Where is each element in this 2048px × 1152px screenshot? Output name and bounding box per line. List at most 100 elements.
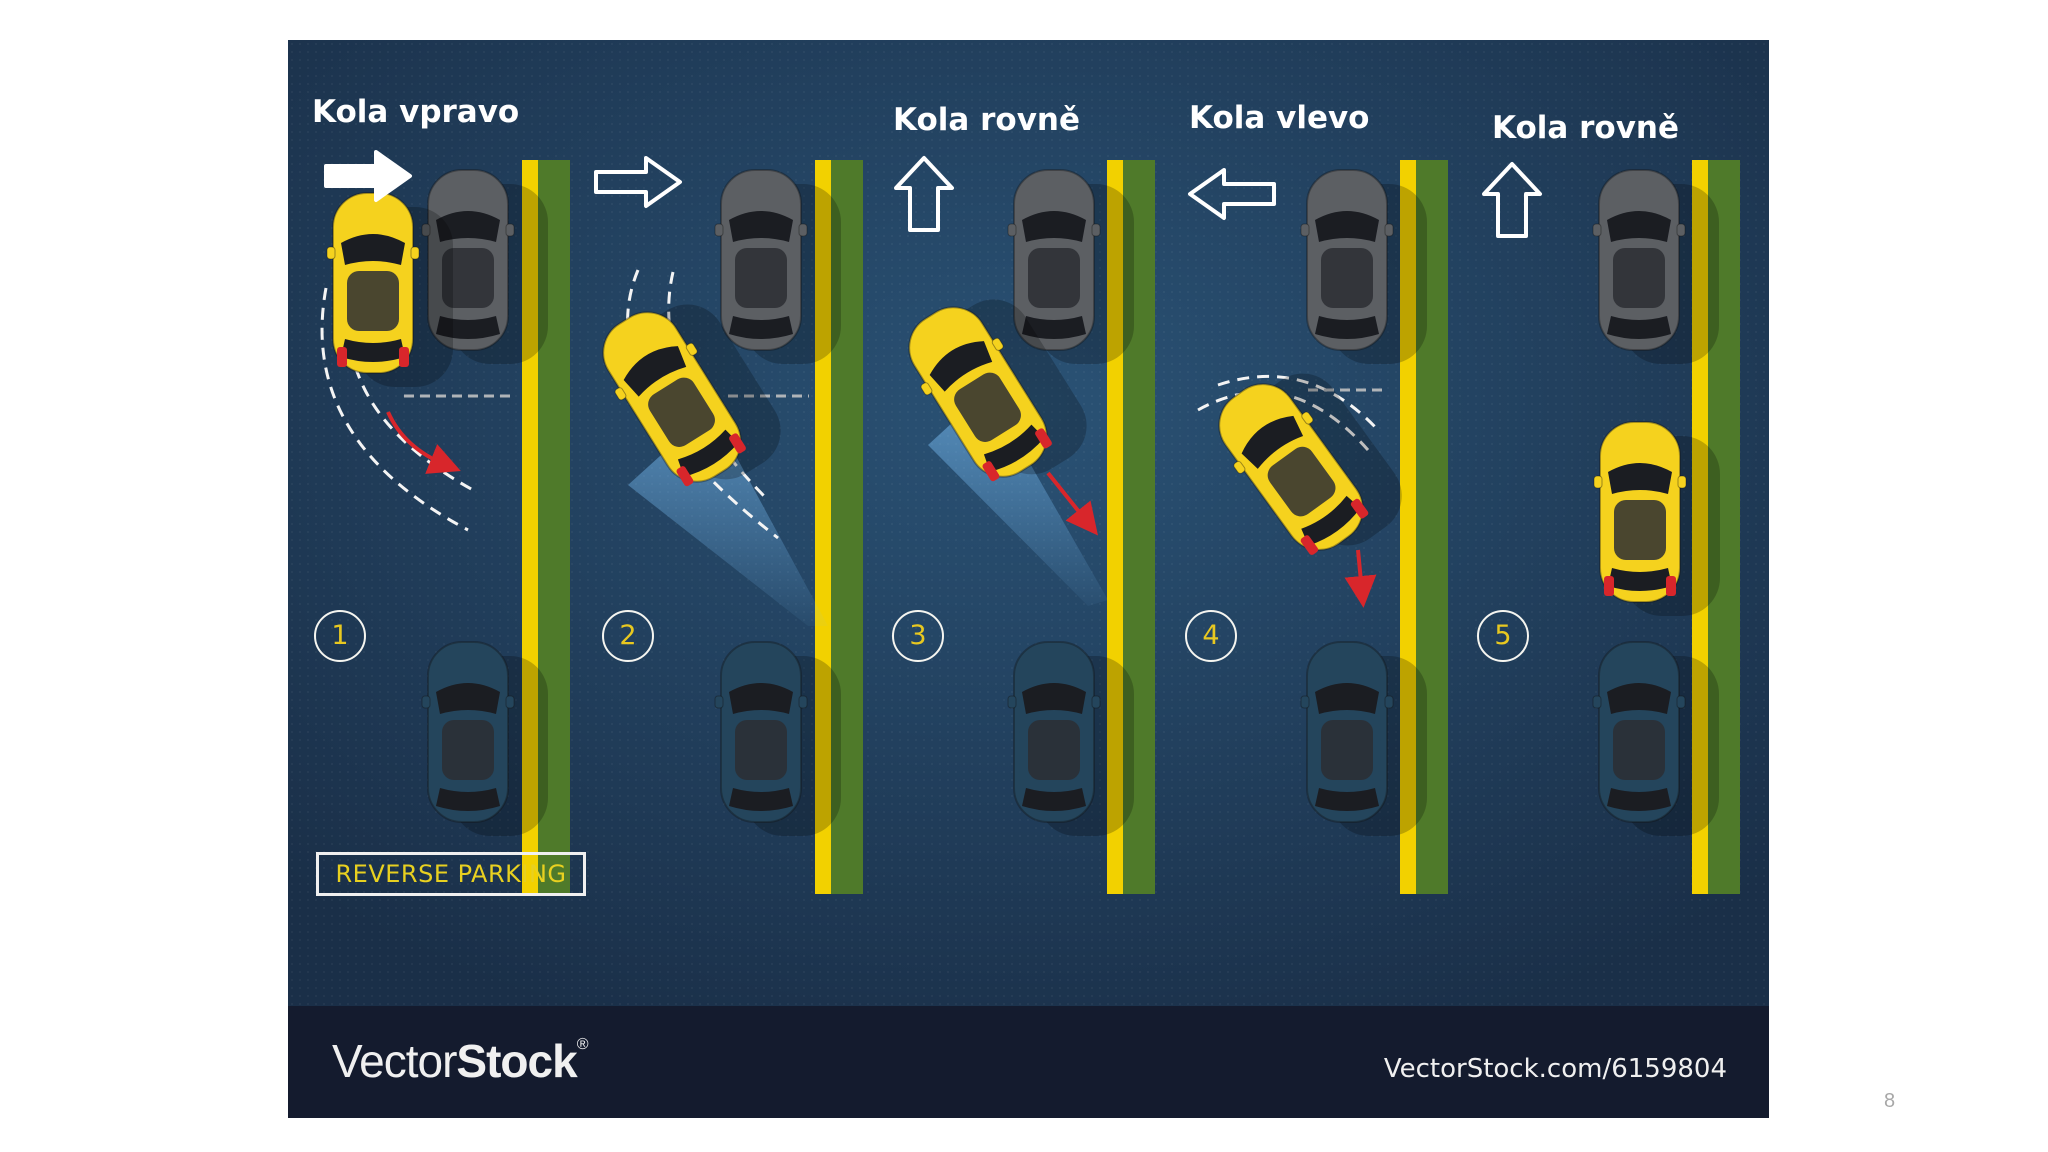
windshield (341, 234, 405, 265)
parked-dark-car-2 (714, 641, 841, 836)
side-mirror-left (1007, 223, 1017, 237)
footer-bar: VectorStock® VectorStock.com/6159804 (288, 1006, 1769, 1118)
windshield (436, 683, 500, 714)
right-arrow-icon-2 (594, 156, 682, 208)
rear-window (983, 424, 1045, 472)
side-mirror-left (421, 695, 431, 709)
car-roof (1613, 248, 1665, 308)
side-mirror-right (685, 342, 698, 356)
reverse-parking-caption: REVERSE PARKING (316, 852, 586, 896)
grass-strip-3 (1123, 160, 1155, 894)
car-roof (1614, 500, 1666, 560)
side-mirror-right (1384, 695, 1394, 709)
step-5-number: 5 (1477, 610, 1529, 662)
windshield (1022, 683, 1086, 714)
grass-strip-5 (1708, 160, 1740, 894)
parked-grey-car-1 (421, 169, 548, 364)
trajectory-guide-4 (667, 271, 770, 502)
curb-line-4 (1400, 160, 1416, 894)
curb-line-3 (1107, 160, 1123, 894)
side-mirror-left (1300, 223, 1310, 237)
brake-light-right (1035, 428, 1052, 449)
slide-number: 8 (1884, 1090, 1896, 1112)
windshield (929, 341, 993, 392)
rear-window (729, 316, 793, 339)
up-arrow-icon-3 (894, 156, 954, 232)
side-mirror-right (798, 223, 808, 237)
car-roof (1321, 248, 1373, 308)
car-roof (735, 248, 787, 308)
windshield (1315, 211, 1379, 242)
side-mirror-left (1592, 695, 1602, 709)
curb-line-1 (522, 160, 538, 894)
side-mirror-left (614, 387, 627, 401)
parked-grey-car-5 (1592, 169, 1719, 364)
side-mirror-left (1233, 460, 1246, 474)
brake-light-left (1604, 576, 1614, 596)
parked-dark-car-3 (1007, 641, 1134, 836)
side-mirror-right (1091, 223, 1101, 237)
side-mirror-right (505, 223, 515, 237)
side-mirror-right (1676, 695, 1686, 709)
motion-arrow-2 (1046, 471, 1098, 536)
trajectory-guide-6 (1217, 374, 1380, 432)
brake-light-right (1350, 498, 1369, 519)
side-mirror-left (714, 695, 724, 709)
rear-window (1301, 495, 1361, 546)
curb-line-5 (1692, 160, 1708, 894)
side-mirror-left (326, 246, 336, 260)
logo-regular: Vector (332, 1035, 457, 1087)
brake-light-right (1666, 576, 1676, 596)
active-yellow-car-1 (326, 192, 453, 387)
side-mirror-left (1592, 223, 1602, 237)
rear-window (729, 788, 793, 811)
active-yellow-car-2 (602, 304, 781, 487)
side-mirror-left (1300, 695, 1310, 709)
side-mirror-left (1007, 695, 1017, 709)
grass-strip-4 (1416, 160, 1448, 894)
car-roof (347, 271, 399, 331)
footer-url: VectorStock.com/6159804 (1383, 1054, 1727, 1084)
brake-light-left (1300, 535, 1319, 555)
windshield (436, 211, 500, 242)
windshield (729, 683, 793, 714)
step-1-number: 1 (314, 610, 366, 662)
step-4-label: Kola vlevo (1189, 100, 1370, 136)
rear-window (1315, 316, 1379, 339)
side-mirror-right (1384, 223, 1394, 237)
parked-dark-car-5 (1592, 641, 1719, 836)
rear-window (1022, 316, 1086, 339)
logo-bold: Stock (456, 1035, 577, 1087)
rear-window (1608, 568, 1672, 591)
step-5-label: Kola rovně (1492, 110, 1679, 146)
step-3-label: Kola rovně (893, 102, 1080, 138)
side-mirror-left (1593, 475, 1603, 489)
side-mirror-right (1677, 475, 1687, 489)
windshield (1022, 211, 1086, 242)
step-4-number: 4 (1185, 610, 1237, 662)
windshield (1241, 415, 1304, 469)
step-3-number: 3 (892, 610, 944, 662)
parked-grey-car-2 (714, 169, 841, 364)
rear-window (1607, 316, 1671, 339)
car-roof (1028, 720, 1080, 780)
active-yellow-car-4 (1218, 373, 1402, 555)
grass-strip-1 (538, 160, 570, 894)
car-roof (648, 377, 715, 447)
side-mirror-right (1676, 223, 1686, 237)
rear-window (341, 339, 405, 362)
windshield (1315, 683, 1379, 714)
vectorstock-logo: VectorStock® (332, 1034, 588, 1088)
side-mirror-right (1301, 411, 1314, 425)
side-mirror-right (798, 695, 808, 709)
car-roof (442, 720, 494, 780)
brake-light-right (399, 347, 409, 367)
side-mirror-right (410, 246, 420, 260)
parked-dark-car-4 (1300, 641, 1427, 836)
side-mirror-right (991, 337, 1004, 351)
parked-dark-car-1 (421, 641, 548, 836)
rear-window (677, 429, 739, 477)
windshield (729, 211, 793, 242)
parked-grey-car-3 (1007, 169, 1134, 364)
trajectory-guide-1 (320, 287, 469, 532)
